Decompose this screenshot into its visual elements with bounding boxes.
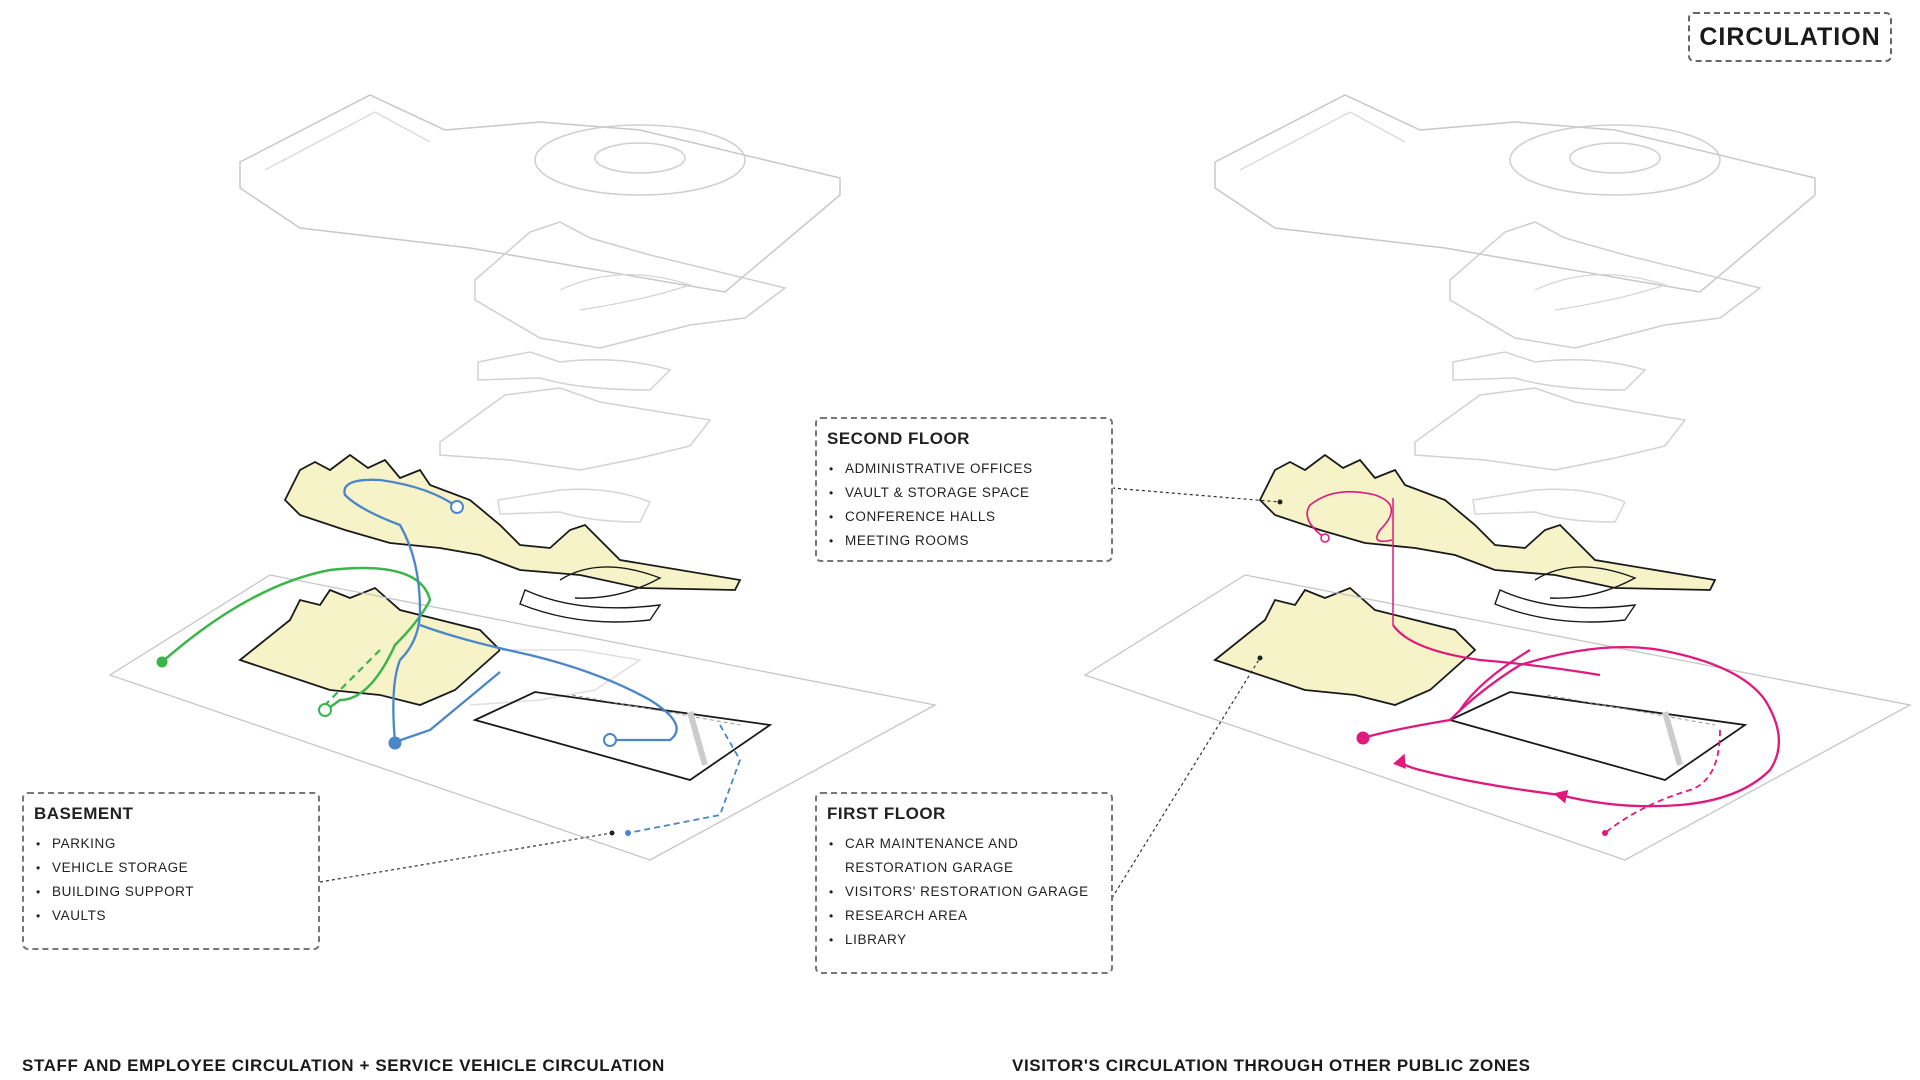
second-floor-box: SECOND FLOOR ADMINISTRATIVE OFFICES VAUL… bbox=[815, 417, 1113, 562]
first-floor-box: FIRST FLOOR CAR MAINTENANCE AND RESTORAT… bbox=[815, 792, 1113, 974]
blue-dot bbox=[388, 736, 402, 750]
leader-lines bbox=[319, 487, 1283, 899]
first-floor-title: FIRST FLOOR bbox=[827, 804, 946, 823]
magenta-start-dot bbox=[1356, 731, 1370, 745]
magenta-ring bbox=[1320, 533, 1330, 543]
blue-end-ring bbox=[603, 733, 617, 747]
second-floor-title: SECOND FLOOR bbox=[827, 429, 970, 448]
list-item: RESEARCH AREA bbox=[827, 904, 1101, 928]
magenta-dot-small bbox=[1602, 830, 1608, 836]
list-item: CONFERENCE HALLS bbox=[827, 505, 1101, 529]
list-item: RESTORATION GARAGE bbox=[845, 860, 1014, 875]
left-stack bbox=[108, 94, 937, 861]
list-item: VAULT & STORAGE SPACE bbox=[827, 481, 1101, 505]
visitor-circulation-paths bbox=[1306, 490, 1781, 836]
list-item: VAULTS bbox=[34, 904, 308, 928]
circulation-badge: CIRCULATION bbox=[1688, 12, 1892, 62]
left-caption: STAFF AND EMPLOYEE CIRCULATION + SERVICE… bbox=[22, 1056, 665, 1075]
green-start-dot bbox=[156, 656, 168, 668]
list-item: VISITORS' RESTORATION GARAGE bbox=[827, 880, 1101, 904]
right-stack bbox=[1083, 94, 1912, 861]
list-item: CAR MAINTENANCE AND bbox=[827, 832, 1101, 856]
list-item: LIBRARY bbox=[827, 928, 1101, 952]
staff-circulation-paths bbox=[156, 478, 741, 836]
list-item: VEHICLE STORAGE bbox=[34, 856, 308, 880]
green-end-ring bbox=[318, 703, 332, 717]
basement-list: PARKING VEHICLE STORAGE BUILDING SUPPORT… bbox=[34, 832, 308, 928]
second-floor-list: ADMINISTRATIVE OFFICES VAULT & STORAGE S… bbox=[827, 457, 1101, 553]
blue-start-ring bbox=[450, 500, 464, 514]
first-floor-list: CAR MAINTENANCE AND RESTORATION GARAGE V… bbox=[827, 832, 1101, 952]
list-item: MEETING ROOMS bbox=[827, 529, 1101, 553]
basement-title: BASEMENT bbox=[34, 804, 134, 823]
list-item: BUILDING SUPPORT bbox=[34, 880, 308, 904]
list-item: PARKING bbox=[34, 832, 308, 856]
blue-dot-small bbox=[625, 830, 631, 836]
right-caption: VISITOR'S CIRCULATION THROUGH OTHER PUBL… bbox=[1012, 1056, 1531, 1075]
list-item: ADMINISTRATIVE OFFICES bbox=[827, 457, 1101, 481]
basement-box: BASEMENT PARKING VEHICLE STORAGE BUILDIN… bbox=[22, 792, 320, 950]
